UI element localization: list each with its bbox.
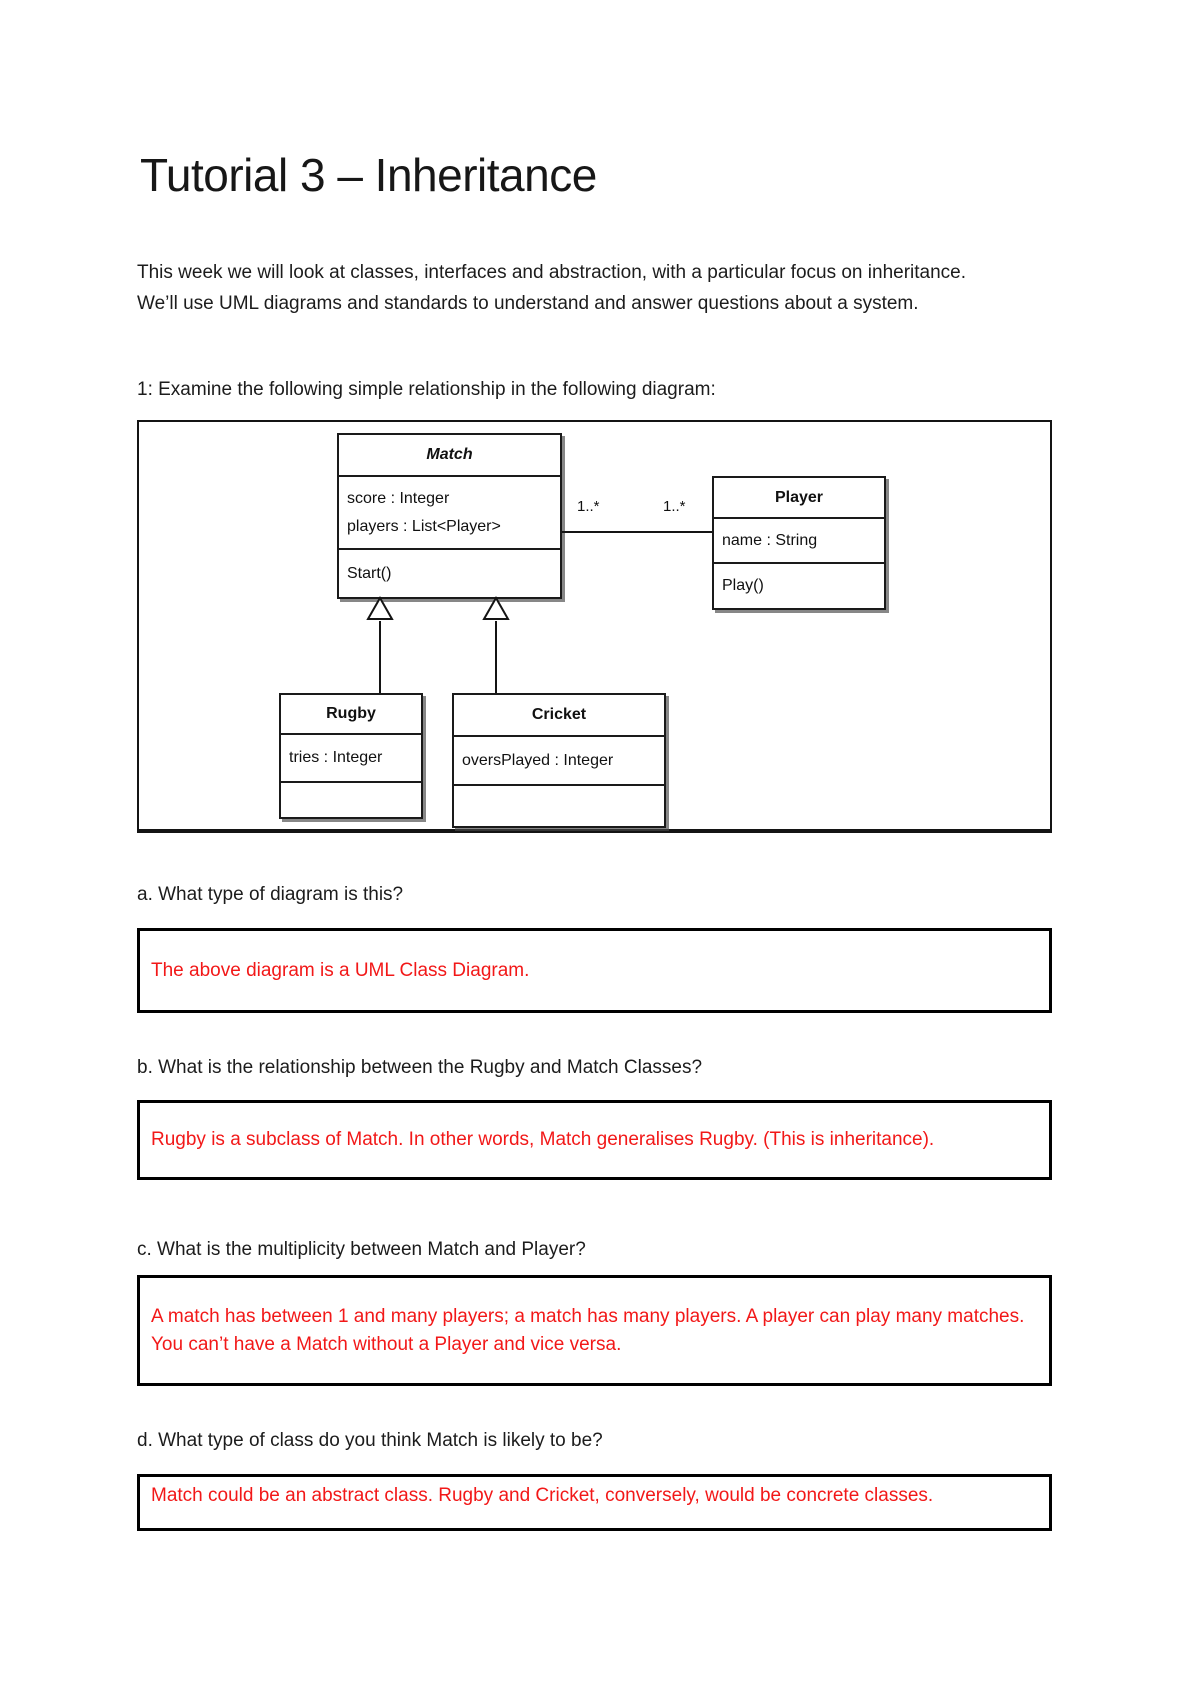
operation-start: Start() (347, 564, 392, 582)
attribute-players: players : List<Player> (347, 517, 501, 535)
exercise-heading: 1: Examine the following simple relation… (137, 379, 716, 400)
intro-paragraph: This week we will look at classes, inter… (137, 257, 966, 319)
answer-text-c: A match has between 1 and many players; … (151, 1305, 1025, 1355)
question-d: d. What type of class do you think Match… (137, 1430, 603, 1451)
class-box-cricket: Cricket oversPlayed : Integer (452, 693, 666, 828)
intro-line-2: We’ll use UML diagrams and standards to … (137, 293, 919, 314)
class-name-match: Match (339, 435, 560, 477)
generalization-line-rugby (379, 621, 381, 693)
generalization-line-cricket (495, 621, 497, 693)
attribute-oversplayed: oversPlayed : Integer (462, 751, 614, 769)
uml-class-diagram: Match score : Integer players : List<Pla… (137, 420, 1052, 833)
generalization-arrow-rugby (366, 596, 394, 620)
answer-text-d: Match could be an abstract class. Rugby … (151, 1485, 934, 1506)
question-a: a. What type of diagram is this? (137, 884, 404, 905)
question-c: c. What is the multiplicity between Matc… (137, 1239, 586, 1260)
generalization-arrow-cricket (482, 596, 510, 620)
class-name-player: Player (714, 478, 884, 519)
class-box-player-inner: Player name : String Play() (714, 478, 884, 608)
operation-play: Play() (722, 577, 764, 594)
answer-box-b: Rugby is a subclass of Match. In other w… (137, 1100, 1052, 1180)
answer-text-a: The above diagram is a UML Class Diagram… (151, 959, 530, 981)
class-box-cricket-inner: Cricket oversPlayed : Integer (454, 695, 664, 826)
class-operations-player: Play() (714, 564, 884, 608)
class-attributes-player: name : String (714, 519, 884, 564)
class-box-rugby: Rugby tries : Integer (279, 693, 423, 819)
answer-text-b: Rugby is a subclass of Match. In other w… (151, 1129, 935, 1150)
answer-box-a: The above diagram is a UML Class Diagram… (137, 928, 1052, 1013)
class-name-rugby: Rugby (281, 695, 421, 735)
multiplicity-match-end: 1..* (577, 498, 600, 515)
class-operations-match: Start() (339, 550, 560, 597)
class-attributes-rugby: tries : Integer (281, 735, 421, 783)
class-box-match: Match score : Integer players : List<Pla… (337, 433, 562, 599)
association-line (562, 531, 712, 533)
answer-box-c: A match has between 1 and many players; … (137, 1275, 1052, 1386)
class-operations-cricket (454, 786, 664, 826)
class-name-cricket: Cricket (454, 695, 664, 737)
answer-box-d: Match could be an abstract class. Rugby … (137, 1474, 1052, 1531)
multiplicity-player-end: 1..* (663, 498, 686, 515)
class-attributes-cricket: oversPlayed : Integer (454, 737, 664, 786)
class-box-player: Player name : String Play() (712, 476, 886, 610)
class-box-rugby-inner: Rugby tries : Integer (281, 695, 421, 817)
intro-line-1: This week we will look at classes, inter… (137, 262, 967, 283)
class-attributes-match: score : Integer players : List<Player> (339, 477, 560, 550)
question-b: b. What is the relationship between the … (137, 1057, 703, 1078)
attribute-name: name : String (722, 531, 818, 549)
attribute-score: score : Integer (347, 489, 450, 507)
class-operations-rugby (281, 783, 421, 817)
class-box-match-inner: Match score : Integer players : List<Pla… (339, 435, 560, 597)
attribute-tries: tries : Integer (289, 749, 383, 766)
page-title: Tutorial 3 – Inheritance (140, 149, 597, 201)
